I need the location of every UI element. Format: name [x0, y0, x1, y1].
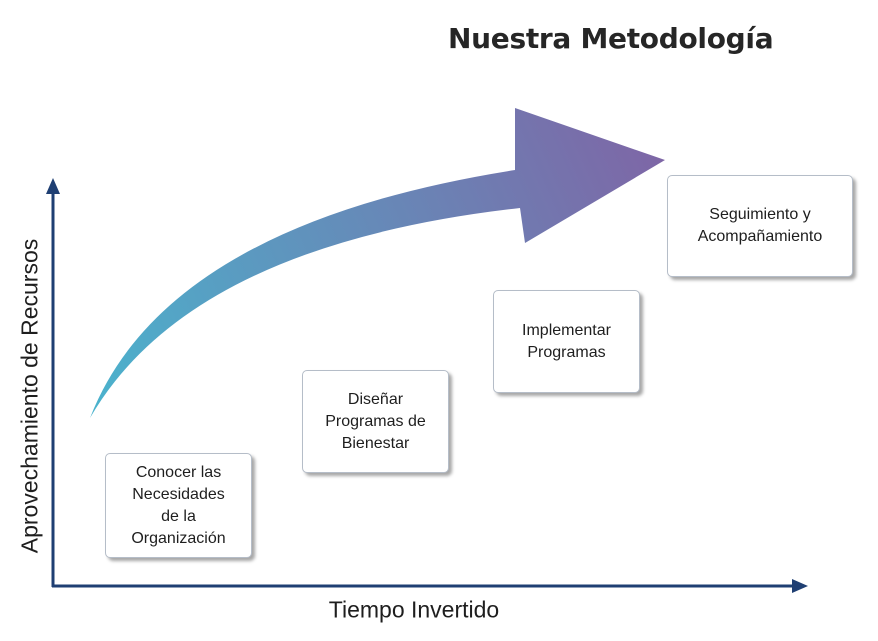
diagram-title: Nuestra Metodología	[448, 22, 774, 55]
x-axis-label: Tiempo Invertido	[328, 596, 500, 623]
y-axis-label: Aprovechamiento de Recursos	[16, 238, 43, 554]
step-seguimiento: Seguimiento y Acompañamiento	[667, 175, 853, 277]
x-axis	[52, 579, 808, 593]
step-conocer-necesidades: Conocer las Necesidades de la Organizaci…	[105, 453, 252, 558]
step-implementar-programas: Implementar Programas	[493, 290, 640, 393]
growth-arrow	[90, 108, 665, 418]
step-label: Implementar Programas	[522, 321, 611, 361]
step-disenar-programas: Diseñar Programas de Bienestar	[302, 370, 449, 473]
step-label: Seguimiento y Acompañamiento	[697, 206, 823, 245]
y-axis	[46, 178, 60, 587]
y-axis-arrowhead	[46, 178, 60, 194]
step-label: Conocer las Necesidades de la Organizaci…	[131, 463, 226, 547]
x-axis-arrowhead	[792, 579, 808, 593]
step-label: Diseñar Programas de Bienestar	[325, 390, 426, 452]
